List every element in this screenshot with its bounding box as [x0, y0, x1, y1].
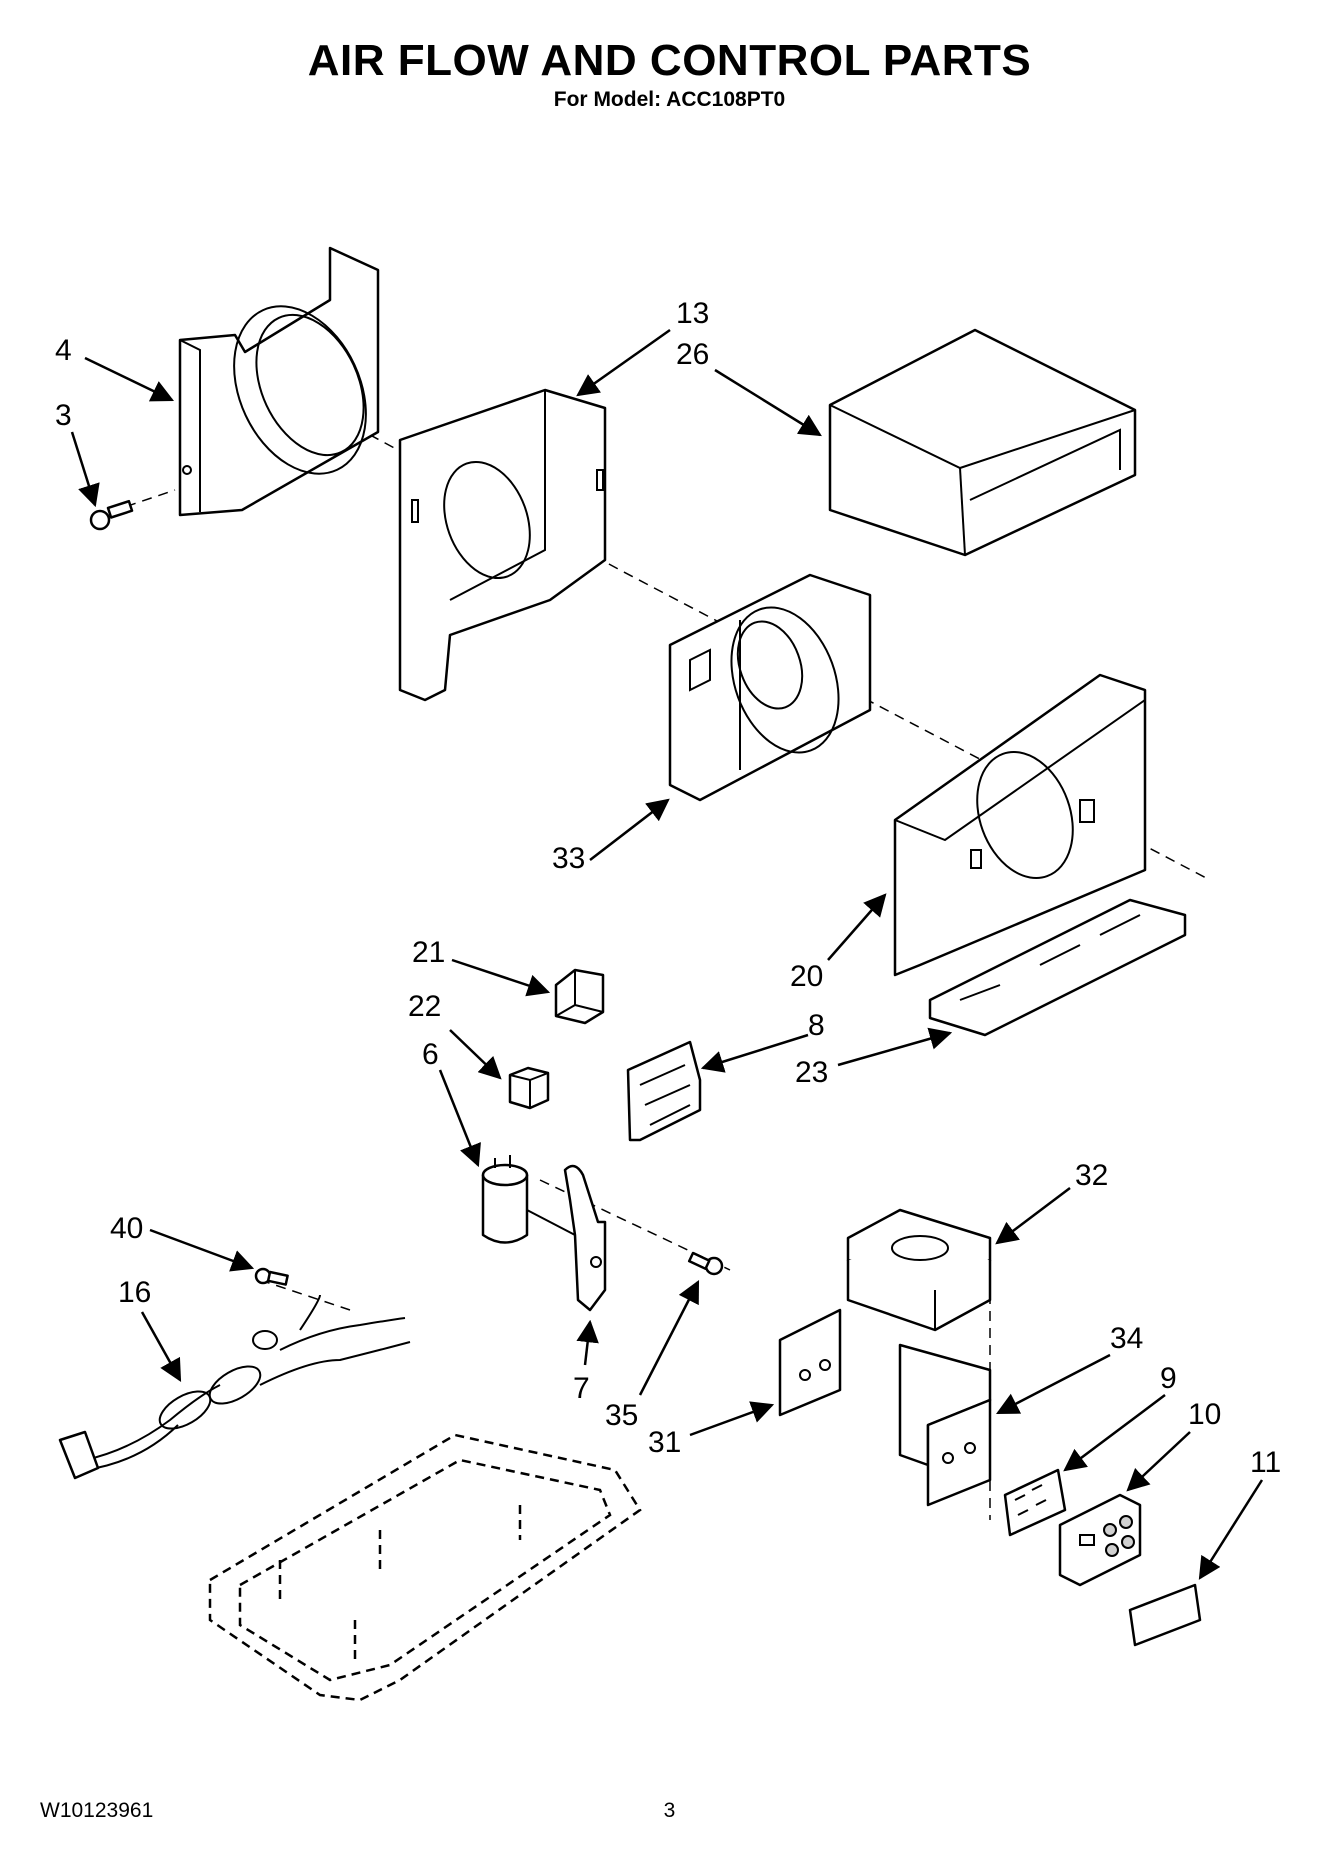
part-3-screw	[89, 499, 134, 531]
part-10-panel	[1058, 1493, 1142, 1587]
callout-22: 22	[408, 990, 441, 1023]
callout-16: 16	[118, 1276, 151, 1309]
part-20-orifice	[893, 673, 1147, 977]
part-6-capacitor	[481, 1155, 529, 1244]
callout-40: 40	[110, 1212, 143, 1245]
part-33-housing	[668, 573, 872, 802]
part-16-cord	[58, 1294, 411, 1480]
callout-6: 6	[422, 1038, 439, 1071]
part-8-board	[626, 1040, 702, 1142]
callout-9: 9	[1160, 1362, 1177, 1395]
callout-32: 32	[1075, 1159, 1108, 1192]
callout-34: 34	[1110, 1322, 1143, 1355]
model-subtitle: For Model: ACC108PT0	[553, 88, 786, 111]
part-13-panel	[398, 388, 607, 702]
callout-20: 20	[790, 960, 823, 993]
part-4-shroud	[178, 246, 380, 517]
document-number: W10123961	[40, 1799, 154, 1822]
callout-8: 8	[808, 1009, 825, 1042]
page-number: 3	[663, 1799, 676, 1822]
part-7-bracket	[526, 1164, 607, 1312]
page-title: AIR FLOW AND CONTROL PARTS	[307, 36, 1032, 85]
part-35-screw	[687, 1251, 724, 1276]
callout-10: 10	[1188, 1398, 1221, 1431]
callout-7: 7	[573, 1372, 590, 1405]
callout-26: 26	[676, 338, 709, 371]
callout-33: 33	[552, 842, 585, 875]
part-23-tray	[928, 898, 1187, 1037]
base-pan-phantom	[208, 1433, 642, 1702]
callout-11: 11	[1250, 1446, 1281, 1479]
part-34-plate	[898, 1343, 992, 1507]
callout-labels: 4 3 13 26 33 20 23 21 22 6 8 40 16 7 35 …	[55, 297, 1281, 1479]
part-22-block	[508, 1066, 550, 1110]
callout-13: 13	[676, 297, 709, 330]
callout-21: 21	[412, 936, 445, 969]
callout-35: 35	[605, 1399, 638, 1432]
callout-31: 31	[648, 1426, 681, 1459]
part-26-cover	[828, 328, 1137, 557]
part-32-housing	[846, 1208, 992, 1332]
part-31-plate	[778, 1308, 842, 1417]
leader-lines	[70, 328, 1264, 1580]
part-21-relay	[554, 968, 605, 1025]
callout-4: 4	[55, 334, 72, 367]
part-11-overlay	[1128, 1583, 1202, 1647]
part-9-board	[1003, 1468, 1067, 1537]
callout-3: 3	[55, 399, 72, 432]
part-40-screw	[254, 1267, 289, 1286]
callout-23: 23	[795, 1056, 828, 1089]
